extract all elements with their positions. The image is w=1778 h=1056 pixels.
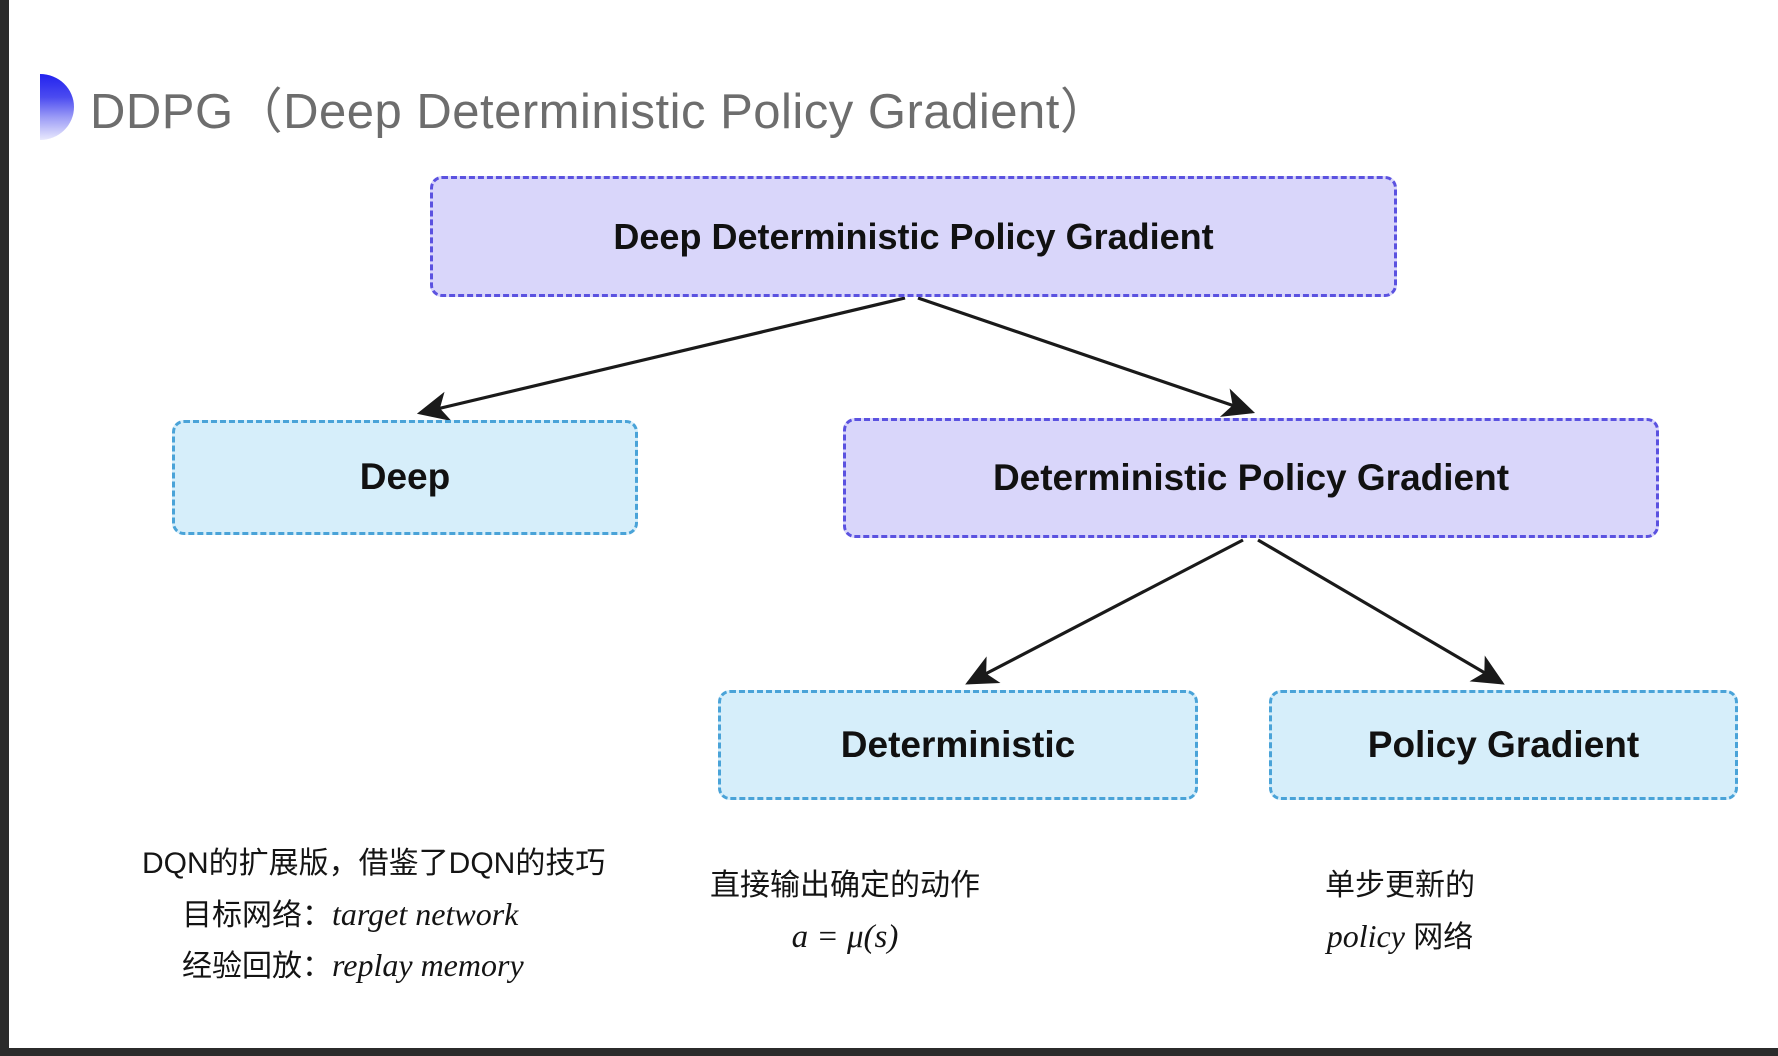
bottom-edge-strip [0, 1048, 1778, 1056]
annotation-deterministic-formula: a = μ(s) [791, 918, 899, 955]
node-label: Deep [359, 456, 451, 498]
node-deterministic-policy-gradient[interactable]: Deterministic Policy Gradient [843, 418, 1659, 538]
annotation-deep-line1: DQN的扩展版，借鉴了DQN的技巧 [142, 847, 606, 880]
annotation-deep-line2-label: 目标网络： [182, 898, 332, 932]
annotation-deep-line3-label: 经验回放： [182, 950, 332, 984]
annotation-policy-gradient-term: policy [1326, 917, 1405, 954]
annotation-deep: DQN的扩展版，借鉴了DQN的技巧 目标网络：target network 经验… [142, 840, 605, 992]
node-label: Deterministic Policy Gradient [992, 456, 1510, 498]
annotation-policy-gradient-line1: 单步更新的 [1325, 869, 1475, 902]
node-label: Deterministic [840, 723, 1076, 765]
edge-root-to-deep [416, 296, 906, 421]
slide-title-row: DDPG（Deep Deterministic Policy Gradient） [40, 62, 1109, 152]
edge-root-to-dpg [917, 296, 1256, 417]
node-deep-deterministic-policy-gradient[interactable]: Deep Deterministic Policy Gradient [430, 176, 1397, 297]
node-deterministic[interactable]: Deterministic [718, 690, 1198, 800]
annotation-policy-gradient: 单步更新的 policy 网络 [1325, 862, 1475, 962]
node-label: Policy Gradient [1367, 723, 1640, 765]
edge-dpg-to-policy-gradient [1257, 538, 1505, 685]
annotation-policy-gradient-suffix: 网络 [1404, 920, 1474, 954]
annotation-policy-gradient-line2: policy 网络 [1325, 911, 1475, 963]
annotation-deterministic: 直接输出确定的动作 a = μ(s) [710, 862, 980, 964]
annotation-deep-line3: 经验回放：replay memory [142, 940, 605, 992]
node-policy-gradient[interactable]: Policy Gradient [1269, 690, 1738, 800]
node-deep[interactable]: Deep [172, 420, 638, 535]
annotation-deterministic-line1: 直接输出确定的动作 [710, 869, 980, 902]
half-circle-bullet-icon [40, 74, 74, 140]
left-edge-strip [0, 0, 9, 1056]
node-label: Deep Deterministic Policy Gradient [613, 215, 1214, 257]
annotation-deep-line3-term: replay memory [332, 947, 524, 984]
edge-dpg-to-deterministic [965, 538, 1244, 685]
annotation-deep-line2: 目标网络：target network [142, 889, 605, 941]
page-title: DDPG（Deep Deterministic Policy Gradient） [90, 84, 1110, 139]
annotation-deep-line2-term: target network [332, 895, 519, 932]
